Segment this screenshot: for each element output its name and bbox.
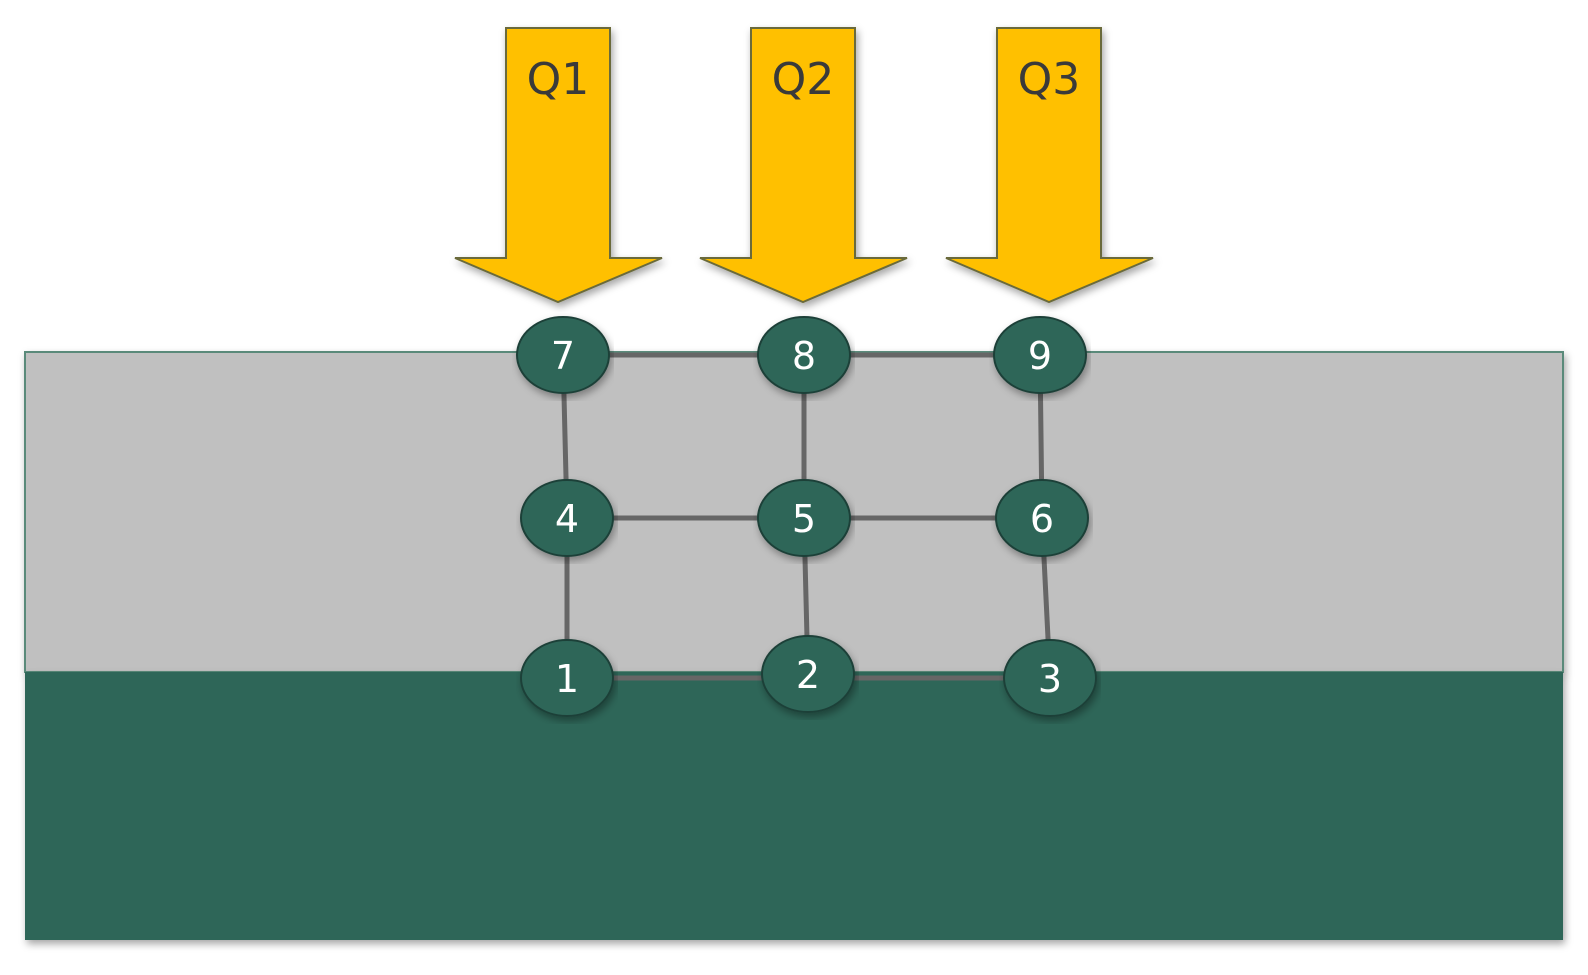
lower-layer — [25, 672, 1563, 940]
node-6: 6 — [995, 479, 1089, 557]
nodes: 1 2 3 4 5 6 7 8 — [516, 316, 1097, 717]
load-label-q2: Q2 — [772, 54, 835, 105]
load-arrow-q1: Q1 — [454, 27, 663, 304]
node-5: 5 — [757, 479, 851, 557]
node-label-3: 3 — [1038, 657, 1062, 701]
node-1: 1 — [520, 639, 614, 717]
load-arrow-q2: Q2 — [699, 27, 908, 304]
node-label-4: 4 — [555, 497, 579, 541]
node-label-9: 9 — [1028, 334, 1052, 378]
node-7: 7 — [516, 316, 610, 394]
node-label-1: 1 — [555, 657, 579, 701]
node-label-8: 8 — [792, 334, 816, 378]
load-label-q3: Q3 — [1018, 54, 1081, 105]
node-3: 3 — [1003, 639, 1097, 717]
node-8: 8 — [757, 316, 851, 394]
node-label-7: 7 — [551, 334, 575, 378]
node-9: 9 — [993, 316, 1087, 394]
node-label-5: 5 — [792, 497, 816, 541]
node-label-6: 6 — [1030, 497, 1054, 541]
load-label-q1: Q1 — [527, 54, 590, 105]
node-label-2: 2 — [796, 653, 820, 697]
load-arrow-q3: Q3 — [945, 27, 1154, 304]
node-4: 4 — [520, 479, 614, 557]
load-arrows: Q1 Q2 Q3 — [454, 27, 1154, 304]
node-2: 2 — [761, 635, 855, 713]
